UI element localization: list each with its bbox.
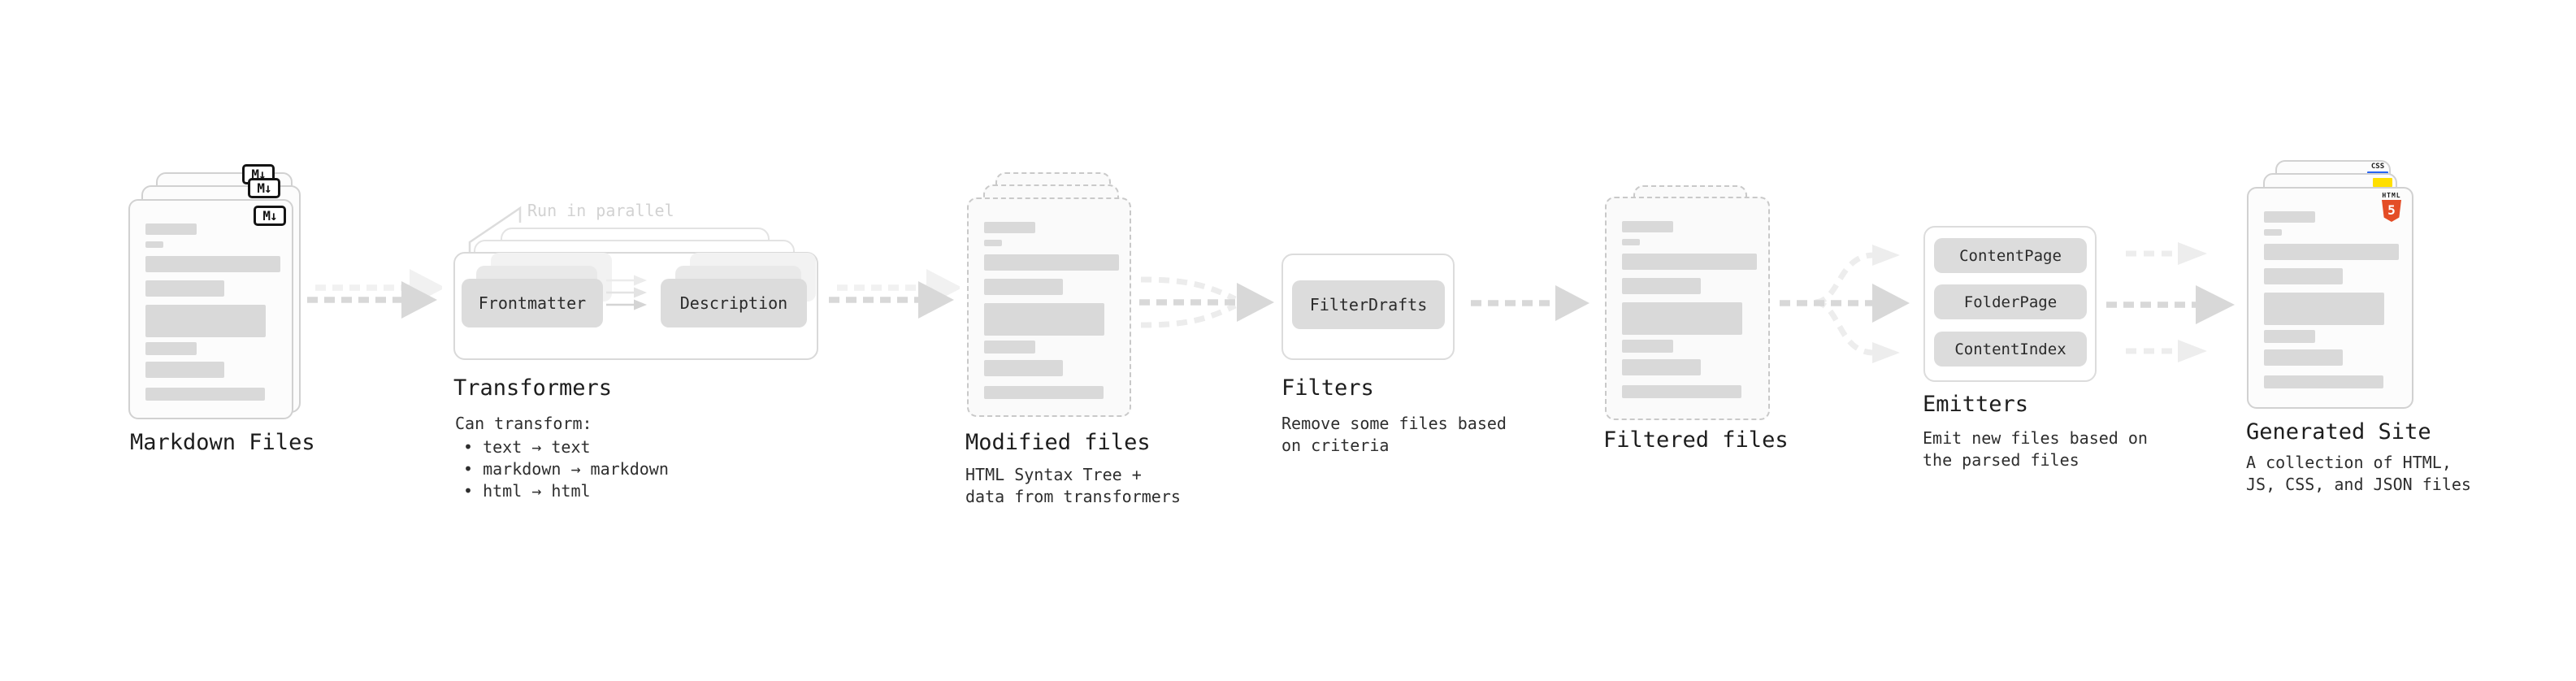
arrow-filtered-to-emitters [1780,245,1910,363]
document-content [1607,198,1768,419]
stage-label-emitters: Emitters [1923,392,2029,417]
content-bar [984,240,1002,246]
html5-badge-label: HTML [2382,192,2401,199]
content-bar [145,342,197,355]
content-bar [1622,239,1640,245]
content-bar [145,305,266,337]
markdown-files-stack: M↓ M↓ M↓ [128,159,315,423]
modified-files-desc: HTML Syntax Tree + data from transformer… [965,465,1181,506]
content-bar [2264,211,2315,223]
emitters-desc: Emit new files based on the parsed files [1923,428,2148,470]
markdown-badge-icon: M↓ [248,178,280,198]
markdown-badge-icon: M↓ [254,206,286,226]
content-bar [145,362,224,378]
css-badge-label: CSS [2370,163,2385,171]
content-bar [984,222,1035,233]
content-bar [2264,229,2282,236]
arrow-transformers-to-modified [829,269,960,319]
run-in-parallel-note: Run in parallel [527,201,674,220]
document-sheet [128,199,293,419]
content-bar [2264,349,2343,366]
content-bar [1622,302,1742,335]
content-bar [145,256,280,272]
contentindex-chip: ContentIndex [1934,332,2087,367]
content-bar [1622,359,1701,375]
content-bar [2264,268,2343,284]
stage-label-modified-files: Modified files [965,430,1151,455]
arrow-markdown-to-transformers [307,269,442,319]
parallel-arrows-icon [606,275,647,310]
transformers-stack: Frontmatter Description [453,226,819,364]
content-bar [2264,244,2399,260]
transformers-bullet: • markdown → markdown [463,459,669,479]
generated-site-desc: A collection of HTML, JS, CSS, and JSON … [2246,453,2471,494]
content-bar [984,360,1063,376]
arrow-modified-to-filters [1139,276,1274,328]
content-bar [1622,385,1741,398]
content-bar [145,388,265,401]
filterdrafts-chip: FilterDrafts [1292,280,1445,329]
document-sheet [1605,197,1770,420]
stage-label-filtered-files: Filtered files [1603,427,1789,453]
document-sheet [967,197,1131,417]
transformers-desc-title: Can transform: [455,414,592,433]
js-badge-icon [2373,178,2392,187]
contentpage-chip: ContentPage [1934,238,2087,273]
document-content [2249,189,2412,407]
content-bar [2264,330,2315,343]
filters-desc: Remove some files based on criteria [1281,414,1507,455]
run-in-parallel-connector [468,206,522,252]
stage-label-markdown-files: Markdown Files [130,430,315,455]
content-bar [145,223,197,235]
transformers-bullet: • html → html [463,481,591,501]
filtered-files-stack [1605,184,1776,427]
content-bar [1622,254,1757,270]
stage-label-generated-site: Generated Site [2246,419,2431,445]
document-content [969,199,1130,415]
stage-label-filters: Filters [1281,375,1374,401]
frontmatter-chip: Frontmatter [462,279,603,327]
content-bar [2264,375,2383,388]
arrow-emitters-to-site [2106,242,2235,362]
content-bar [1622,221,1673,232]
generated-site-stack: CSS HTML 5 [2247,159,2422,419]
html5-shield-icon: 5 [2382,200,2401,222]
stage-label-transformers: Transformers [453,375,613,401]
arrow-filters-to-filtered [1471,285,1589,321]
description-chip: Description [661,279,807,327]
content-bar [1622,340,1673,353]
content-bar [1622,278,1701,294]
content-bar [984,340,1035,354]
document-sheet [2247,187,2413,409]
content-bar [145,280,224,297]
content-bar [984,303,1104,336]
emitters-panel: ContentPage FolderPage ContentIndex [1923,226,2097,382]
content-bar [2264,293,2384,325]
modified-files-stack [967,171,1138,423]
content-bar [145,241,163,248]
content-bar [984,254,1119,271]
filters-panel: FilterDrafts [1281,254,1455,360]
document-content [130,201,292,418]
content-bar [984,386,1104,399]
content-bar [984,279,1063,295]
html5-badge-icon: HTML 5 [2381,192,2402,222]
transformers-bullet: • text → text [463,437,591,457]
folderpage-chip: FolderPage [1934,284,2087,319]
